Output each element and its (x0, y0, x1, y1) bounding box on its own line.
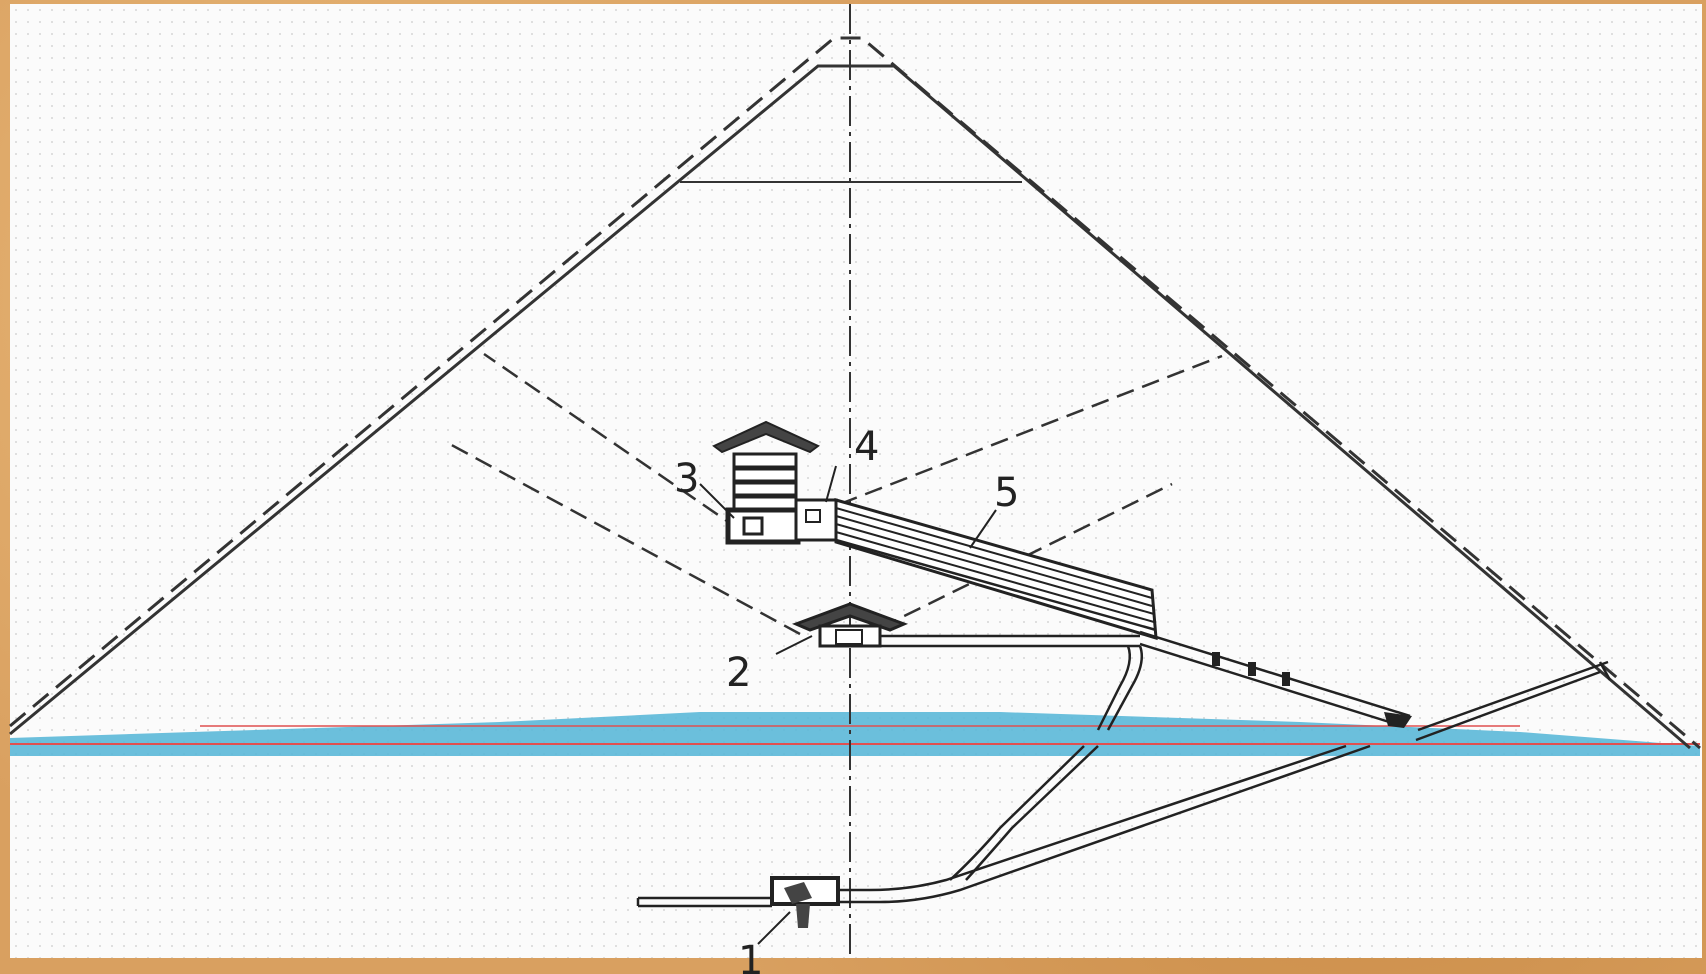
subterranean-chamber (636, 876, 840, 928)
gabled-roof (712, 420, 820, 454)
kings-north-shaft (483, 352, 741, 532)
descending-passage (838, 660, 1612, 904)
label-4: 4 (854, 424, 879, 470)
relieving-chambers (712, 420, 820, 545)
horizontal-passage (880, 634, 1140, 648)
ascending-passage (1139, 630, 1412, 728)
label-3: 3 (674, 456, 699, 502)
label-1: 1 (738, 938, 763, 974)
queens-chamber (791, 602, 909, 648)
grand-gallery (834, 498, 1158, 641)
outer-casing-outline (9, 36, 1701, 750)
kings-south-shaft (839, 354, 1223, 506)
inner-pyramid-outline (9, 64, 1691, 750)
leader-lines (699, 465, 997, 945)
drawing-paper (10, 4, 1702, 958)
well-shaft (949, 645, 1143, 881)
label-5: 5 (994, 470, 1019, 516)
antechamber (794, 498, 838, 542)
label-2: 2 (726, 650, 751, 696)
ground-level (10, 712, 1700, 756)
queens-north-shaft (445, 440, 801, 636)
